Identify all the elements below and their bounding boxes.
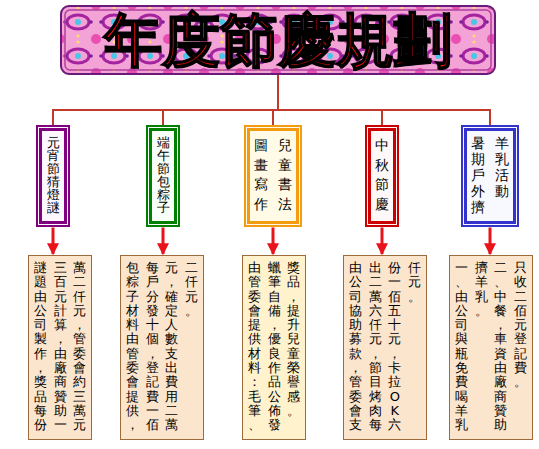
- category-box: 圖畫寫作兒童書法: [244, 125, 302, 227]
- detail-box: 一、由公司與瓶免費喝羊乳擠羊乳。二、中餐，車資由廠商贊助只收二佰元登記費。: [449, 255, 533, 440]
- box-text: 元宵節猜燈謎: [46, 136, 60, 215]
- box-text: 由公司協助募款，管委會支出二萬六仟元，節目烤肉每份一佰五十元，卡拉OK六仟元。: [349, 261, 421, 434]
- tree-connector: [278, 75, 490, 125]
- detail-box: 謎題由公司製作，獎品每份三百元計算，由廠商贊助一萬二仟元，管委會約三萬元: [28, 255, 93, 440]
- box-text: 包粽子材料由管委會提供，每戶分發十個，登記費一佰元，確定人數支出費用二萬二仟元。: [126, 261, 198, 434]
- banner-fill: [61, 6, 495, 74]
- category-box: 端午節包粽子: [146, 125, 180, 227]
- arrow-connector: [489, 228, 492, 255]
- box-text: 暑期戶外擠羊乳活動: [471, 135, 509, 217]
- box-text: 謎題由公司製作，獎品每份三百元計算，由廠商贊助一萬二仟元，管委會約三萬元: [34, 261, 87, 434]
- box-text: 端午節包粽子: [156, 136, 170, 215]
- detail-box: 由公司協助募款，管委會支出二萬六仟元，節目烤肉每份一佰五十元，卡拉OK六仟元。: [343, 255, 427, 440]
- arrow-connector: [381, 228, 384, 255]
- category-box: 暑期戶外擠羊乳活動: [461, 125, 519, 227]
- box-text: 圖畫寫作兒童書法: [254, 136, 292, 215]
- tree-connector: [163, 75, 278, 125]
- detail-box: 包粽子材料由管委會提供，每戶分發十個，登記費一佰元，確定人數支出費用二萬二仟元。: [120, 255, 204, 440]
- tree-connector: [278, 75, 382, 125]
- box-text: 由管委會提供材料：毛筆、蠟筆自備，優良作品公佈發獎品，提升兒童榮譽感。: [248, 261, 301, 434]
- box-text: 中秋節慶: [375, 136, 390, 215]
- category-box: 元宵節猜燈謎: [36, 125, 70, 227]
- box-text: 二、中餐，車資由廠商贊助只收二佰元登記費。: [494, 261, 527, 434]
- box-text: 一、由公司與瓶免費喝羊乳擠羊乳。: [455, 261, 488, 434]
- detail-box: 由管委會提供材料：毛筆、蠟筆自備，優良作品公佈發獎品，提升兒童榮譽感。: [242, 255, 307, 440]
- category-box: 中秋節慶: [365, 125, 400, 227]
- banner-frame: [65, 10, 491, 70]
- arrow-connector: [162, 228, 165, 255]
- title-banner: 年度節慶規劃: [60, 5, 496, 75]
- arrow-connector: [272, 228, 275, 255]
- title-text: 年度節慶規劃: [104, 11, 452, 69]
- arrow-connector: [52, 228, 55, 255]
- tree-connector: [53, 75, 278, 125]
